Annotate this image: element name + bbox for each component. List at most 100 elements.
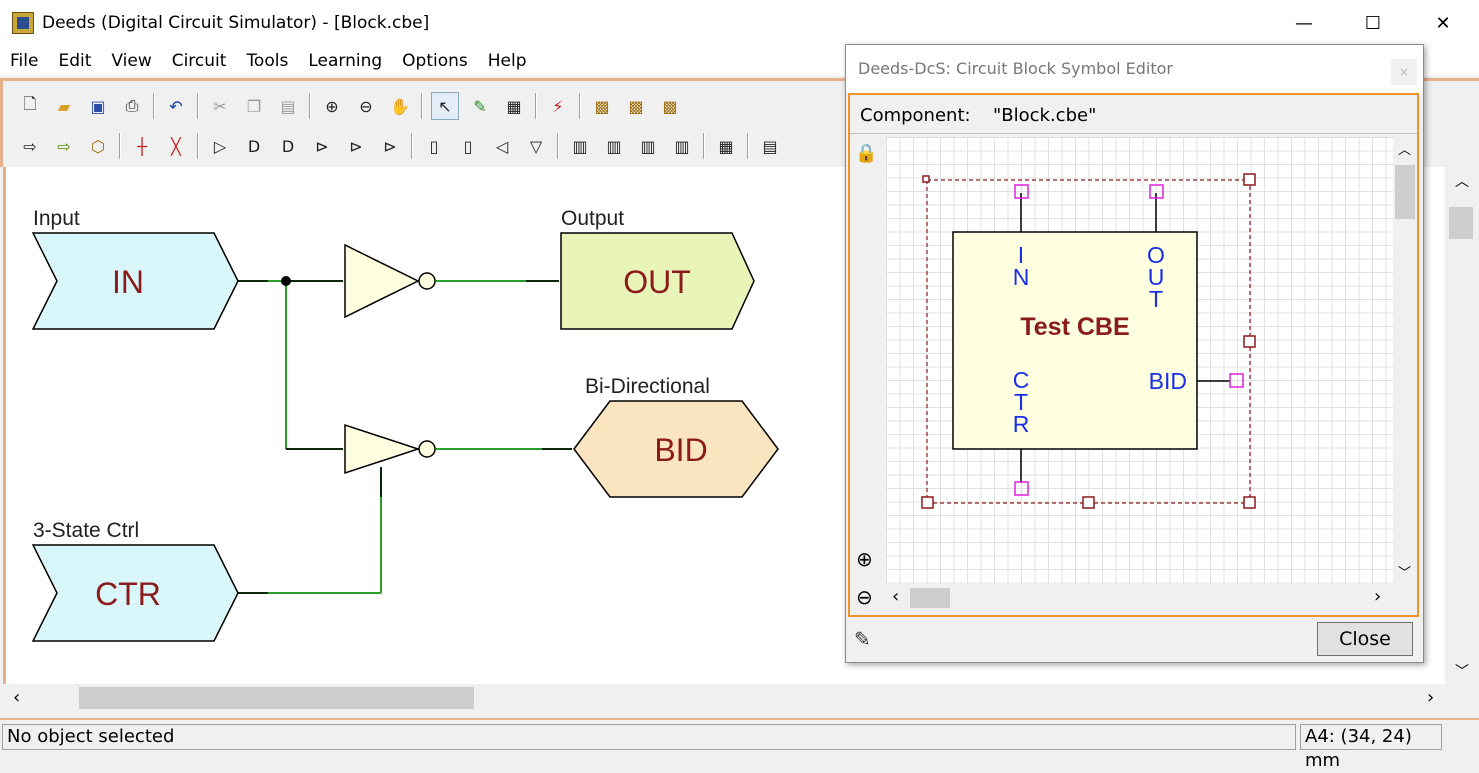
block-run-icon[interactable]: ▩	[628, 96, 644, 116]
maximize-button[interactable]: ☐	[1364, 12, 1382, 34]
xor-gate-icon[interactable]: ⊳	[383, 136, 397, 156]
print-icon[interactable]: ⎙	[125, 96, 139, 115]
output-pin-icon[interactable]: ⇨	[57, 136, 71, 156]
resize-handle[interactable]	[1243, 496, 1256, 509]
timing-icon[interactable]: ⚡	[552, 96, 564, 116]
buffer-gate-icon[interactable]: ▷	[213, 136, 227, 156]
dialog-close-icon[interactable]: ×	[1391, 59, 1417, 85]
menu-options[interactable]: Options	[402, 51, 468, 71]
nand-gate-icon[interactable]: D	[281, 136, 295, 156]
lock-icon[interactable]: 🔒	[855, 143, 878, 164]
wire-icon[interactable]: ┼	[137, 136, 147, 156]
dialog-horizontal-scrollbar[interactable]: ‹ ›	[886, 584, 1393, 612]
block-export-icon[interactable]: ▩	[662, 96, 678, 116]
undo-icon[interactable]: ↶	[169, 96, 183, 116]
toolbar-separator	[557, 133, 559, 159]
symbol-editor-dialog: Deeds-DcS: Circuit Block Symbol Editor ×…	[845, 44, 1424, 663]
dialog-hscroll-thumb[interactable]	[910, 588, 950, 608]
nor-gate-icon[interactable]: ⊳	[349, 136, 363, 156]
ruler-icon[interactable]: ✎	[854, 627, 871, 651]
scroll-up-arrow-icon[interactable]: ︿	[1455, 174, 1469, 190]
pin-connector[interactable]	[1014, 481, 1029, 496]
save-icon[interactable]: ▣	[90, 96, 106, 116]
input-pin-ctr[interactable]	[31, 544, 239, 642]
pin-connector[interactable]	[1149, 184, 1164, 199]
scroll-down-arrow-icon[interactable]: ﹀	[1455, 664, 1469, 680]
select-arrow-icon[interactable]: ↖	[431, 92, 459, 120]
resize-handle[interactable]	[1243, 173, 1256, 186]
properties-icon[interactable]: ▤	[762, 136, 778, 156]
cut-icon[interactable]: ✂	[213, 96, 227, 116]
memory-icon[interactable]: ▥	[606, 136, 622, 156]
menu-edit[interactable]: Edit	[58, 51, 92, 71]
inverter-gate[interactable]	[344, 243, 420, 319]
resize-handle[interactable]	[922, 175, 930, 183]
scroll-right-arrow-icon[interactable]: ›	[1427, 687, 1435, 708]
new-file-icon[interactable]: 🗋	[23, 93, 37, 113]
mux-icon[interactable]: ◁	[495, 136, 509, 156]
tristate-inverter-gate[interactable]	[344, 423, 421, 475]
zoom-out-icon[interactable]: ⊖	[359, 96, 373, 116]
toolbar-separator	[309, 93, 311, 119]
zoom-in-icon[interactable]: ⊕	[325, 96, 339, 116]
menu-tools[interactable]: Tools	[246, 51, 289, 71]
horizontal-scrollbar[interactable]: ‹ ›	[3, 684, 1445, 712]
dialog-vscroll-thumb[interactable]	[1395, 165, 1415, 219]
block-body[interactable]	[952, 231, 1198, 450]
matrix-icon[interactable]: ▦	[718, 136, 734, 156]
bidir-pin-icon[interactable]: ⬡	[91, 136, 105, 156]
input-label: Input	[33, 207, 80, 230]
or-gate-icon[interactable]: ⊳	[315, 136, 329, 156]
open-folder-icon[interactable]: ▰	[57, 96, 71, 116]
paste-icon[interactable]: ▤	[280, 96, 296, 116]
menu-view[interactable]: View	[111, 51, 152, 71]
close-window-button[interactable]: ✕	[1435, 12, 1451, 34]
input-pin-in[interactable]	[31, 232, 239, 330]
pan-hand-icon[interactable]: ✋	[390, 96, 410, 116]
close-button[interactable]: Close	[1317, 622, 1413, 656]
resize-handle[interactable]	[1243, 335, 1256, 348]
block-editor-icon[interactable]: ▩	[594, 96, 610, 116]
scroll-left-arrow-icon[interactable]: ‹	[892, 586, 900, 607]
menu-circuit[interactable]: Circuit	[171, 51, 227, 71]
resize-handle[interactable]	[1082, 496, 1095, 509]
scroll-down-arrow-icon[interactable]: ﹀	[1398, 566, 1412, 581]
toolbar-separator	[703, 133, 705, 159]
horizontal-scroll-thumb[interactable]	[79, 687, 474, 709]
menu-help[interactable]: Help	[487, 51, 527, 71]
output-pin-out[interactable]	[560, 232, 755, 330]
component-value: "Block.cbe"	[993, 105, 1097, 126]
status-message: No object selected	[2, 724, 1296, 750]
counter-icon[interactable]: ▥	[640, 136, 656, 156]
bidir-pin-bid[interactable]	[573, 400, 779, 498]
chip-icon[interactable]: ▥	[572, 136, 588, 156]
menu-learning[interactable]: Learning	[308, 51, 383, 71]
scroll-right-arrow-icon[interactable]: ›	[1374, 586, 1382, 607]
minimize-button[interactable]: —	[1295, 12, 1313, 34]
dialog-vertical-scrollbar[interactable]: ︿ ﹀	[1393, 137, 1417, 584]
eraser-icon[interactable]: ✎	[473, 96, 487, 116]
mem-block-icon[interactable]: ▥	[674, 136, 690, 156]
menu-file[interactable]: File	[10, 51, 39, 71]
vertical-scroll-thumb[interactable]	[1449, 207, 1473, 239]
vertical-scrollbar[interactable]: ︿ ﹀	[1445, 167, 1479, 684]
zoom-out-icon[interactable]: ⊖	[856, 585, 873, 609]
copy-icon[interactable]: ❐	[246, 96, 262, 116]
flipflop-jk-icon[interactable]: ▯	[463, 136, 473, 156]
resize-handle[interactable]	[921, 496, 934, 509]
ctrl-name: CTR	[95, 576, 161, 612]
wire-delete-icon[interactable]: ╳	[171, 136, 181, 156]
pin-connector[interactable]	[1014, 184, 1029, 199]
and-gate-icon[interactable]: D	[247, 136, 261, 156]
demux-icon[interactable]: ▽	[529, 136, 543, 156]
scroll-left-arrow-icon[interactable]: ‹	[13, 687, 21, 708]
input-pin-icon[interactable]: ⇨	[23, 136, 37, 156]
ctrl-label: 3-State Ctrl	[33, 519, 139, 542]
flipflop-d-icon[interactable]: ▯	[429, 136, 439, 156]
scroll-up-arrow-icon[interactable]: ︿	[1398, 143, 1412, 158]
pin-connector[interactable]	[1229, 373, 1244, 388]
chip-select-icon[interactable]: ▦	[506, 96, 522, 116]
zoom-in-icon[interactable]: ⊕	[856, 547, 873, 571]
